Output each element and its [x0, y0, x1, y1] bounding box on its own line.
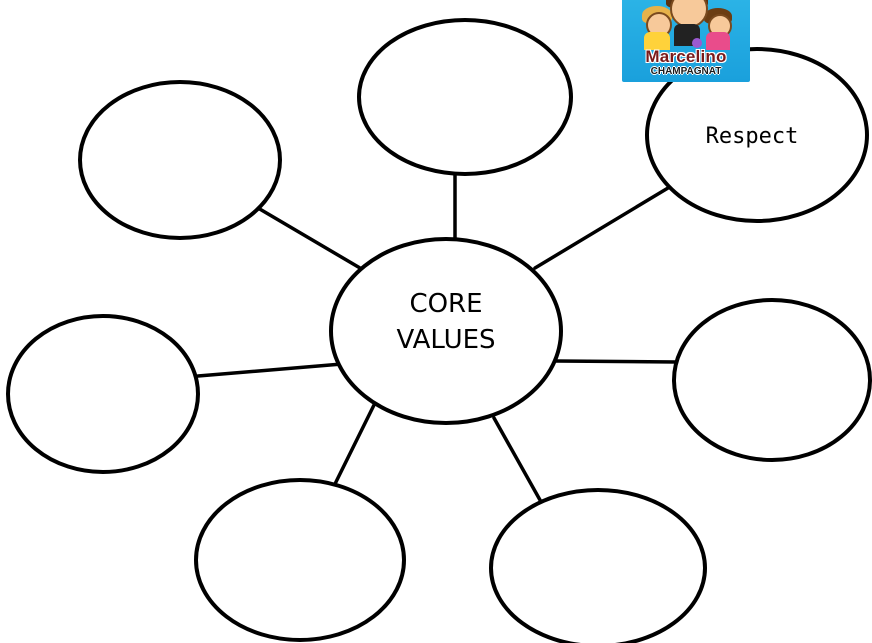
bubble-bottom-right — [489, 488, 707, 643]
bubble-right — [672, 298, 872, 462]
bubble-top — [357, 18, 573, 176]
connector-right — [554, 359, 678, 364]
connector-top-right — [533, 186, 670, 270]
logo-figure-right-body — [706, 32, 730, 50]
center-title-line-2: VALUES — [396, 325, 495, 355]
bubble-center — [329, 237, 563, 425]
logo-figure-left-body — [644, 32, 670, 50]
logo-name: Marcelino — [645, 47, 727, 66]
bubble-top-right — [645, 47, 869, 223]
connector-bottom-left — [330, 403, 376, 492]
bubble-top-right-text: Respect — [706, 124, 799, 149]
logo-subtitle: CHAMPAGNAT — [650, 66, 722, 77]
bubble-bottom-left — [194, 478, 406, 642]
center-title-line-1: CORE — [409, 289, 482, 319]
connector-top-left — [256, 206, 362, 270]
connector-left — [196, 362, 344, 378]
logo-flower-icon — [692, 38, 702, 48]
marcelino-champagnat-logo: Marcelino CHAMPAGNAT — [622, 0, 750, 82]
bubble-left — [6, 314, 200, 474]
bubble-top-left — [78, 80, 282, 240]
connector-bottom-right — [492, 416, 542, 502]
